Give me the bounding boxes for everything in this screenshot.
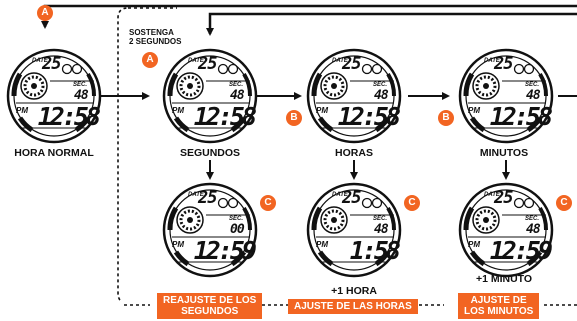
date-value: 25: [198, 188, 218, 208]
caption-plus-one-hour: +1 HORA: [331, 285, 377, 297]
date-value: 25: [42, 54, 62, 74]
time-value: 12:59: [193, 236, 257, 265]
watch-face: DATE 25 SEC. 48 PM 12:58: [162, 48, 258, 144]
badge-line: AJUSTE DE: [470, 295, 527, 306]
button-c-badge: C: [404, 195, 420, 211]
hold-note: SOSTENGA 2 SEGUNDOS: [129, 28, 181, 46]
watch-graphic: [458, 182, 554, 278]
time-value: 12:58: [37, 102, 101, 131]
pm-label: PM: [316, 240, 328, 249]
date-label: DATE: [188, 58, 204, 64]
button-c-badge: C: [260, 195, 276, 211]
sec-value: 48: [230, 88, 245, 103]
button-c-badge: C: [556, 195, 572, 211]
date-value: 25: [198, 54, 218, 74]
date-label: DATE: [484, 192, 500, 198]
watch-graphic: [458, 48, 554, 144]
sec-value: 48: [526, 88, 541, 103]
watch-face: DATE 25 SEC. 48 PM 1:58: [306, 182, 402, 278]
watch-face: DATE 25 SEC. 48 PM 12:59: [458, 182, 554, 278]
sec-label: SEC.: [229, 82, 244, 88]
pm-label: PM: [172, 106, 184, 115]
caption-horas: HORAS: [335, 147, 373, 159]
date-label: DATE: [32, 58, 48, 64]
badge-line: SEGUNDOS: [181, 306, 239, 317]
pm-label: PM: [316, 106, 328, 115]
sec-value: 00: [230, 222, 245, 237]
watch-graphic: [6, 48, 102, 144]
sec-label: SEC.: [229, 216, 244, 222]
date-value: 25: [494, 188, 514, 208]
pm-label: PM: [172, 240, 184, 249]
caption-minutos: MINUTOS: [479, 147, 529, 159]
watch-face: DATE 25 SEC. 48 PM 12:58: [6, 48, 102, 144]
sec-value: 48: [526, 222, 541, 237]
button-b-badge: B: [438, 110, 454, 126]
badge-line: LOS MINUTOS: [464, 306, 534, 317]
time-value: 12:58: [193, 102, 257, 131]
pm-label: PM: [468, 106, 480, 115]
sec-value: 48: [74, 88, 89, 103]
sec-value: 48: [374, 222, 389, 237]
date-label: DATE: [332, 58, 348, 64]
watch-graphic: [162, 182, 258, 278]
badge-line: REAJUSTE DE LOS: [163, 295, 257, 306]
date-label: DATE: [484, 58, 500, 64]
date-value: 25: [494, 54, 514, 74]
date-value: 25: [342, 188, 362, 208]
sec-label: SEC.: [525, 216, 540, 222]
badge-ajuste-horas: AJUSTE DE LAS HORAS: [288, 299, 418, 314]
watch-graphic: [306, 48, 402, 144]
watch-graphic: [162, 48, 258, 144]
sec-value: 48: [374, 88, 389, 103]
time-value: 1:58: [349, 236, 401, 265]
hold-note-line1: SOSTENGA: [129, 28, 174, 37]
badge-reajuste-segundos: REAJUSTE DE LOS SEGUNDOS: [157, 293, 263, 319]
time-value: 12:58: [337, 102, 401, 131]
badge-line: AJUSTE DE LAS HORAS: [294, 301, 412, 312]
badge-ajuste-minutos: AJUSTE DE LOS MINUTOS: [458, 293, 540, 319]
button-b-badge: B: [286, 110, 302, 126]
date-value: 25: [342, 54, 362, 74]
return-loop-line-inner: [206, 12, 577, 36]
setting-mode-dashed-border: [117, 7, 129, 301]
caption-hora-normal: HORA NORMAL: [14, 147, 94, 159]
time-value: 12:58: [489, 102, 553, 131]
watch-face: DATE 25 SEC. 48 PM 12:58: [458, 48, 554, 144]
button-a-badge: A: [142, 52, 158, 68]
sec-label: SEC.: [373, 216, 388, 222]
caption-segundos: SEGUNDOS: [179, 147, 241, 159]
time-value: 12:59: [489, 236, 553, 265]
caption-plus-one-minute: +1 MINUTO: [475, 273, 533, 285]
sec-label: SEC.: [525, 82, 540, 88]
return-loop-line: [41, 4, 577, 29]
watch-graphic: [306, 182, 402, 278]
date-label: DATE: [332, 192, 348, 198]
watch-face: DATE 25 SEC. 00 PM 12:59: [162, 182, 258, 278]
hold-note-line2: 2 SEGUNDOS: [129, 37, 182, 46]
button-a-badge: A: [37, 5, 53, 21]
pm-label: PM: [16, 106, 28, 115]
date-label: DATE: [188, 192, 204, 198]
sec-label: SEC.: [73, 82, 88, 88]
sec-label: SEC.: [373, 82, 388, 88]
pm-label: PM: [468, 240, 480, 249]
watch-face: DATE 25 SEC. 48 PM 12:58: [306, 48, 402, 144]
